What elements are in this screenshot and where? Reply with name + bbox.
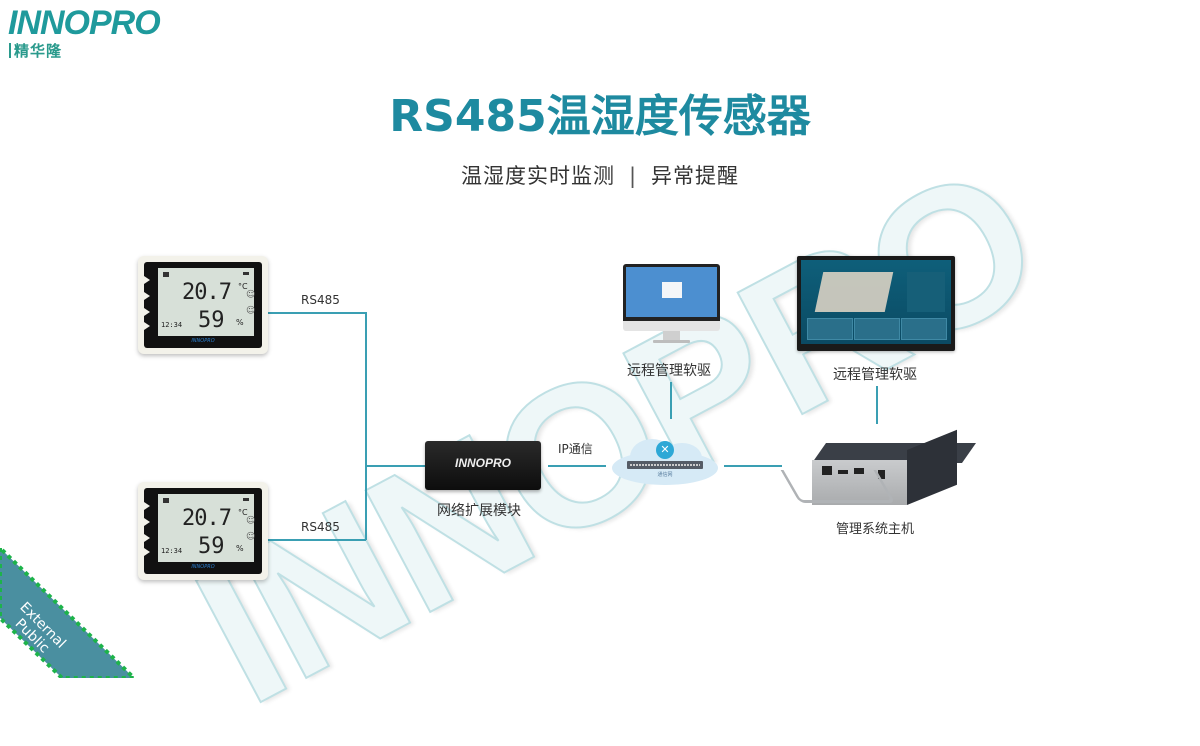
network-switch-icon xyxy=(627,461,703,469)
humidity-value: 59 xyxy=(198,308,225,333)
hdmi-port xyxy=(838,470,848,474)
button-notch xyxy=(144,502,150,510)
temperature-humidity-sensor: 20.7 °C ☺ 59 % ☺ 12:34 INNOPRO xyxy=(138,482,268,580)
page-title: RS485温湿度传感器 xyxy=(389,91,811,142)
button-notch xyxy=(144,534,150,542)
monitor-base xyxy=(653,340,690,343)
watermark: INNOPRO xyxy=(163,123,1069,746)
sensor-lcd: 20.7 °C ☺ 59 % ☺ 12:34 xyxy=(158,494,256,562)
rs485-line-bottom xyxy=(268,539,366,541)
battery-icon xyxy=(243,498,249,501)
comfort-icon: ☺ xyxy=(246,532,256,542)
management-host xyxy=(780,429,977,515)
host-side xyxy=(907,429,957,505)
dashboard-panel xyxy=(807,318,853,340)
temperature-humidity-sensor: 20.7 °C ☺ 59 % ☺ 12:34 INNOPRO xyxy=(138,256,268,354)
monitor-to-cloud-line xyxy=(670,382,672,419)
badge-shape xyxy=(0,548,137,678)
sensor-bezel: 20.7 °C ☺ 59 % ☺ 12:34 INNOPRO xyxy=(144,488,262,574)
monitor-screen xyxy=(626,267,717,317)
battery-icon xyxy=(243,272,249,275)
monitor-chin xyxy=(623,321,720,331)
stats-panel xyxy=(907,272,945,312)
module-brand: INNOPRO xyxy=(454,456,511,470)
rs485-label-top: RS485 xyxy=(301,293,340,307)
router-icon: ✕ xyxy=(656,441,674,459)
temperature-value: 20.7 xyxy=(182,506,232,531)
power-port xyxy=(878,470,885,479)
logo-brand: INNOPRO xyxy=(8,4,161,42)
clock-value: 12:34 xyxy=(161,321,183,329)
button-notch xyxy=(144,548,150,556)
module-label: 网络扩展模块 xyxy=(437,503,521,519)
temperature-unit: °C xyxy=(238,282,248,291)
page-subtitle: 温湿度实时监测 | 异常提醒 xyxy=(0,160,1200,190)
subtitle-right: 异常提醒 xyxy=(651,164,740,188)
sensor-brand: INNOPRO xyxy=(191,564,215,570)
ip-link-label: IP通信 xyxy=(558,442,593,456)
usb-port xyxy=(854,468,864,474)
button-notch xyxy=(144,518,150,526)
dashboard-panel xyxy=(854,318,900,340)
button-notch xyxy=(144,292,150,300)
comfort-icon: ☺ xyxy=(246,516,256,526)
clock-value: 12:34 xyxy=(161,547,183,555)
network-expansion-module: INNOPRO xyxy=(425,441,541,490)
comfort-icon: ☺ xyxy=(246,306,256,316)
rs485-line-top xyxy=(268,312,366,314)
cloud-to-host-line xyxy=(724,465,782,467)
floor-plan xyxy=(814,272,894,312)
sensor-bezel: 20.7 °C ☺ 59 % ☺ 12:34 INNOPRO xyxy=(144,262,262,348)
button-notch xyxy=(144,276,150,284)
subtitle-left: 温湿度实时监测 xyxy=(460,164,615,188)
desktop-client-label: 远程管理软驱 xyxy=(627,363,711,379)
signal-icon xyxy=(163,498,169,503)
comfort-icon: ☺ xyxy=(246,290,256,300)
rs485-bus-vertical xyxy=(365,312,367,540)
button-notch xyxy=(144,322,150,330)
module-to-cloud-line xyxy=(548,465,606,467)
sensor-lcd: 20.7 °C ☺ 59 % ☺ 12:34 xyxy=(158,268,256,336)
wall-display xyxy=(797,256,955,351)
humidity-unit: % xyxy=(236,318,244,327)
button-notch xyxy=(144,308,150,316)
login-dialog xyxy=(662,282,682,298)
display-client-label: 远程管理软驱 xyxy=(833,367,917,383)
monitor-stand xyxy=(663,331,680,340)
desktop-monitor xyxy=(623,264,720,346)
host-handle xyxy=(780,470,896,503)
monitor-frame xyxy=(623,264,720,324)
bus-to-module-line xyxy=(365,465,425,467)
sensor-brand: INNOPRO xyxy=(191,338,215,344)
network-cloud: ✕ 通信网 xyxy=(612,437,718,485)
classification-badge xyxy=(0,548,137,678)
temperature-unit: °C xyxy=(238,508,248,517)
host-front-panel xyxy=(812,460,907,505)
host-label: 管理系统主机 xyxy=(836,522,915,537)
dashboard-screen xyxy=(801,260,951,344)
dashboard-panel xyxy=(901,318,947,340)
humidity-value: 59 xyxy=(198,534,225,559)
rs485-label-bottom: RS485 xyxy=(301,520,340,534)
humidity-unit: % xyxy=(236,544,244,553)
signal-icon xyxy=(163,272,169,277)
cloud-label: 通信网 xyxy=(657,472,673,478)
subtitle-separator: | xyxy=(628,164,638,188)
temperature-value: 20.7 xyxy=(182,280,232,305)
logo-cn-name: 精华隆 xyxy=(9,40,62,61)
display-to-host-line xyxy=(876,386,878,424)
ethernet-port xyxy=(822,466,832,475)
